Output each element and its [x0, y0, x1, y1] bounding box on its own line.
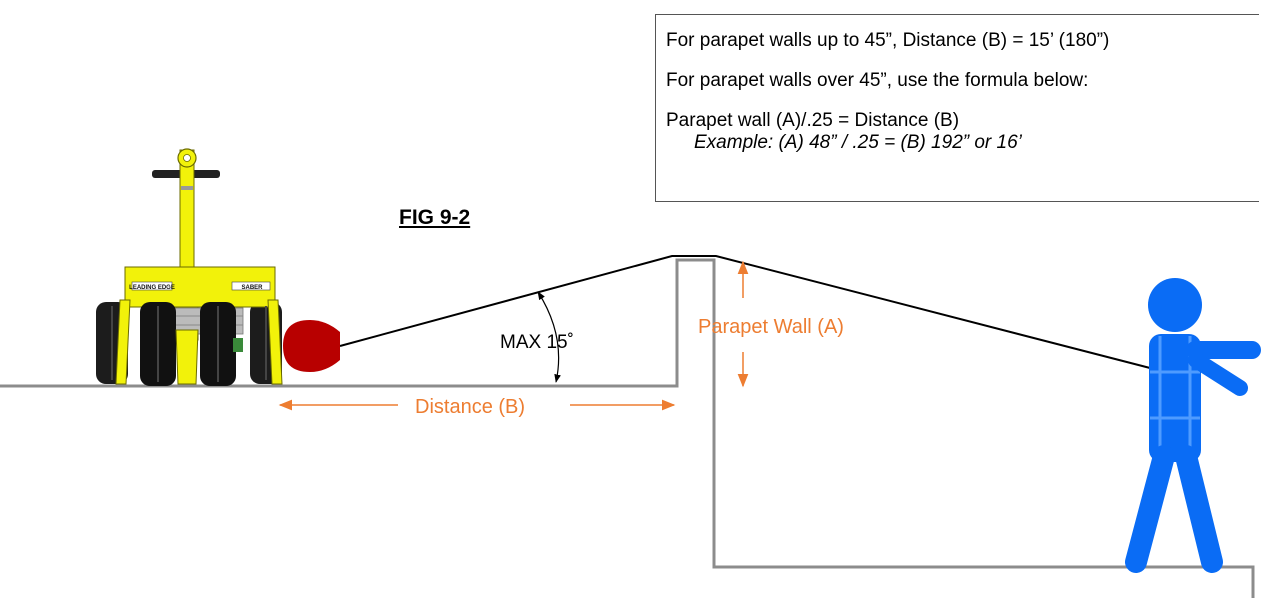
distance-label: Distance (B): [415, 396, 526, 418]
info-formula: Parapet wall (A)/.25 = Distance (B): [666, 110, 960, 131]
anchor-weight: [283, 320, 340, 372]
lifeline-cable: [339, 255, 1151, 369]
info-line-over-45: For parapet walls over 45”, use the form…: [666, 70, 1089, 91]
figure-title: FIG 9-2: [399, 206, 471, 229]
cart-logo-left: LEADING EDGE: [129, 285, 175, 291]
info-example: Example: (A) 48” / .25 = (B) 192” or 16’: [694, 132, 1022, 153]
angle-arc: [537, 291, 561, 383]
mobile-anchor-cart: LEADING EDGE SABER: [96, 148, 283, 386]
cart-logo-right: SABER: [241, 285, 263, 291]
parapet-wall-label: Parapet Wall (A): [698, 316, 844, 338]
roof-and-parapet-outline: [0, 258, 1255, 598]
worker-figure: [1125, 278, 1261, 573]
angle-label: MAX 15˚: [500, 332, 574, 353]
info-line-up-to-45: For parapet walls up to 45”, Distance (B…: [666, 30, 1110, 51]
parapet-info-box: For parapet walls up to 45”, Distance (B…: [655, 14, 1259, 202]
